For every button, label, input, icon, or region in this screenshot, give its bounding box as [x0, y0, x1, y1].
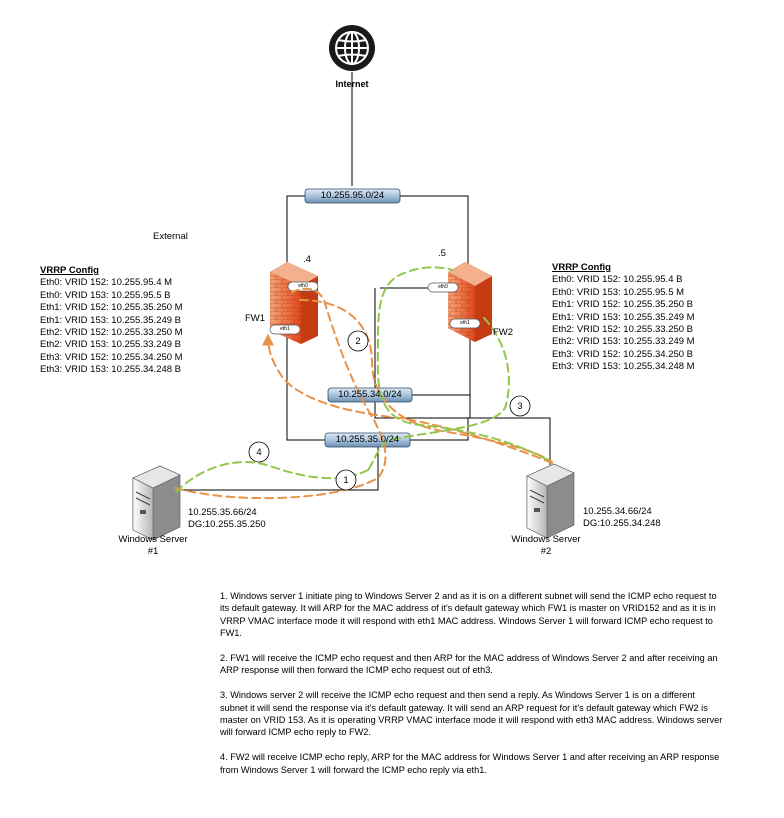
step-marker-2 — [347, 330, 369, 352]
server1-dg: DG:10.255.35.250 — [188, 519, 266, 530]
server2-dg: DG:10.255.34.248 — [583, 518, 661, 529]
vrrp-line: Eth3: VRID 152: 10.255.34.250 M — [40, 351, 183, 363]
fw2-eth1-label: eth1 — [460, 320, 470, 326]
flow-reply-green — [376, 266, 549, 461]
fw2-label: FW2 — [493, 327, 514, 338]
vrrp-line: Eth0: VRID 153: 10.255.95.5 B — [40, 289, 171, 301]
vrrp-line: Eth3: VRID 153: 10.255.34.248 B — [40, 364, 182, 376]
vrrp-line: Eth1: VRID 153: 10.255.35.249 B — [40, 314, 182, 326]
flow-request-orange — [174, 287, 387, 500]
vrrp-line: Eth1: VRID 153: 10.255.35.249 M — [552, 311, 695, 323]
subnet-bar-top — [304, 188, 401, 204]
vrrp-line: Eth2: VRID 153: 10.255.33.249 B — [40, 339, 182, 351]
vrrp-line: Eth3: VRID 152: 10.255.34.250 B — [552, 348, 694, 360]
step-marker-4 — [248, 441, 270, 463]
network-links — [180, 72, 551, 491]
vrrp-line: Eth2: VRID 152: 10.255.33.250 B — [552, 324, 694, 336]
vrrp-config-fw1-title: VRRP Config — [40, 265, 99, 276]
step-marker-1 — [335, 469, 357, 491]
server2-ip: 10.255.34.66/24 — [583, 506, 652, 517]
vrrp-line: Eth3: VRID 153: 10.255.34.248 M — [552, 361, 695, 373]
fw1-label: FW1 — [245, 313, 266, 324]
internet-label: Internet — [335, 79, 369, 89]
vrrp-line: Eth1: VRID 152: 10.255.35.250 B — [552, 299, 694, 311]
step-label-3: 3 — [517, 401, 523, 412]
server2-name: Windows Server — [511, 534, 581, 545]
fw1-address-label: .4 — [303, 254, 311, 265]
vrrp-line: Eth0: VRID 152: 10.255.95.4 B — [552, 274, 683, 286]
server1-ip: 10.255.35.66/24 — [188, 507, 257, 518]
external-label: External — [153, 231, 188, 242]
subnet-label-top: 10.255.95.0/24 — [320, 190, 385, 201]
vrrp-line: Eth2: VRID 152: 10.255.33.250 M — [40, 327, 183, 339]
globe-icon — [329, 25, 375, 71]
vrrp-config-fw1: VRRP Config Eth0: VRID 152: 10.255.95.4 … — [40, 265, 183, 377]
flow-reply-green-out — [367, 317, 510, 471]
vrrp-line: Eth0: VRID 153: 10.255.95.5 M — [552, 286, 685, 298]
note-step-2: 2. FW1 will receive the ICMP echo reques… — [220, 653, 718, 676]
fw1-eth1-label: eth1 — [280, 326, 290, 332]
server-2-icon — [526, 463, 575, 539]
server1-number: #1 — [147, 546, 159, 557]
step-label-4: 4 — [256, 447, 262, 458]
step-label-2: 2 — [355, 336, 361, 347]
flow-reply-orange — [262, 333, 553, 464]
vrrp-line: Eth1: VRID 152: 10.255.35.250 M — [40, 302, 183, 314]
server-1-icon — [132, 465, 181, 541]
subnet-label-bottom: 10.255.35.0/24 — [335, 434, 400, 445]
note-step-3: 3. Windows server 2 will receive the ICM… — [220, 690, 723, 738]
fw2-eth0-label: eth0 — [438, 284, 448, 290]
flow-request-orange-to-server2 — [299, 299, 553, 463]
firewall-2-icon — [427, 262, 492, 342]
subnet-label-mid: 10.255.34.0/24 — [338, 389, 402, 400]
server2-number: #2 — [540, 546, 552, 557]
fw2-address-label: .5 — [438, 248, 446, 259]
note-step-1: 1. Windows server 1 initiate ping to Win… — [220, 591, 717, 639]
server1-name: Windows Server — [118, 534, 188, 545]
subnet-bar-bottom — [324, 432, 411, 448]
vrrp-config-fw2: VRRP Config Eth0: VRID 152: 10.255.95.4 … — [552, 262, 695, 374]
vrrp-line: Eth0: VRID 152: 10.255.95.4 M — [40, 277, 173, 289]
flow-explanation: 1. Windows server 1 initiate ping to Win… — [220, 590, 725, 788]
subnet-bar-mid — [327, 387, 413, 403]
vrrp-config-fw2-title: VRRP Config — [552, 262, 611, 273]
step-label-1: 1 — [343, 475, 349, 486]
step-marker-3 — [509, 395, 531, 417]
note-step-4: 4. FW2 will receive ICMP echo reply, ARP… — [220, 752, 720, 775]
fw1-eth0-label: eth0 — [298, 283, 308, 289]
vrrp-line: Eth2: VRID 153: 10.255.33.249 M — [552, 336, 695, 348]
